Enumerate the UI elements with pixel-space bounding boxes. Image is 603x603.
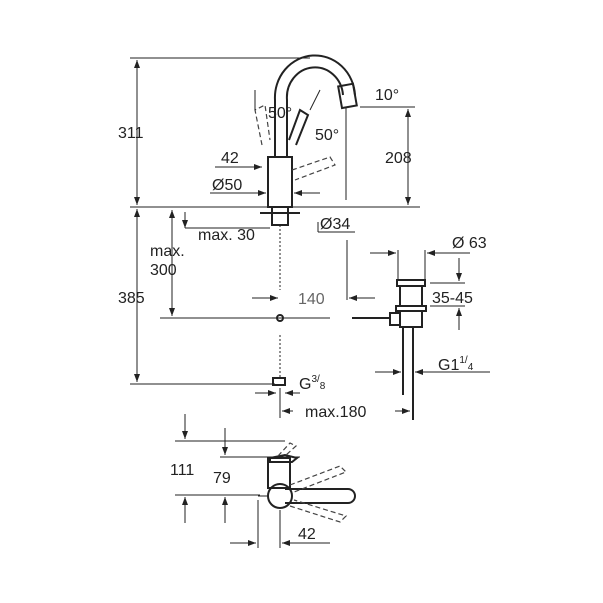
dim-max-hose-value: 300 (150, 262, 177, 279)
dim-spout-height: 208 (385, 150, 412, 167)
waste-drain (370, 250, 490, 420)
dim-total-height: 311 (118, 125, 144, 142)
dim-body-diameter: Ø50 (212, 177, 242, 194)
dim-plan-lever: 79 (213, 470, 231, 487)
dim-hole-diameter: Ø34 (320, 216, 350, 233)
faucet-top-view (175, 414, 356, 548)
dim-waste-offset: 140 (298, 291, 325, 308)
dim-plan-offset: 42 (298, 526, 316, 543)
dim-spout-angle: 10° (375, 87, 399, 104)
dim-max-deck: max. 30 (198, 227, 255, 244)
faucet-front-view (130, 54, 420, 418)
dim-lever-offset: 42 (221, 150, 239, 167)
dim-swivel-right: 50° (315, 127, 339, 144)
dim-waste-diameter: Ø 63 (452, 235, 487, 252)
dim-waste-range: 35-45 (432, 290, 473, 307)
dim-max-reach: max.180 (305, 404, 366, 421)
dim-max-hose-label: max. (150, 243, 185, 260)
dim-waste-thread: G11/4 (438, 355, 474, 374)
dim-plan-depth: 111 (170, 462, 194, 479)
dim-swivel-left: 50° (268, 105, 292, 122)
dim-supply-thread: G3/8 (299, 374, 326, 393)
dim-below-deck: 385 (118, 290, 145, 307)
